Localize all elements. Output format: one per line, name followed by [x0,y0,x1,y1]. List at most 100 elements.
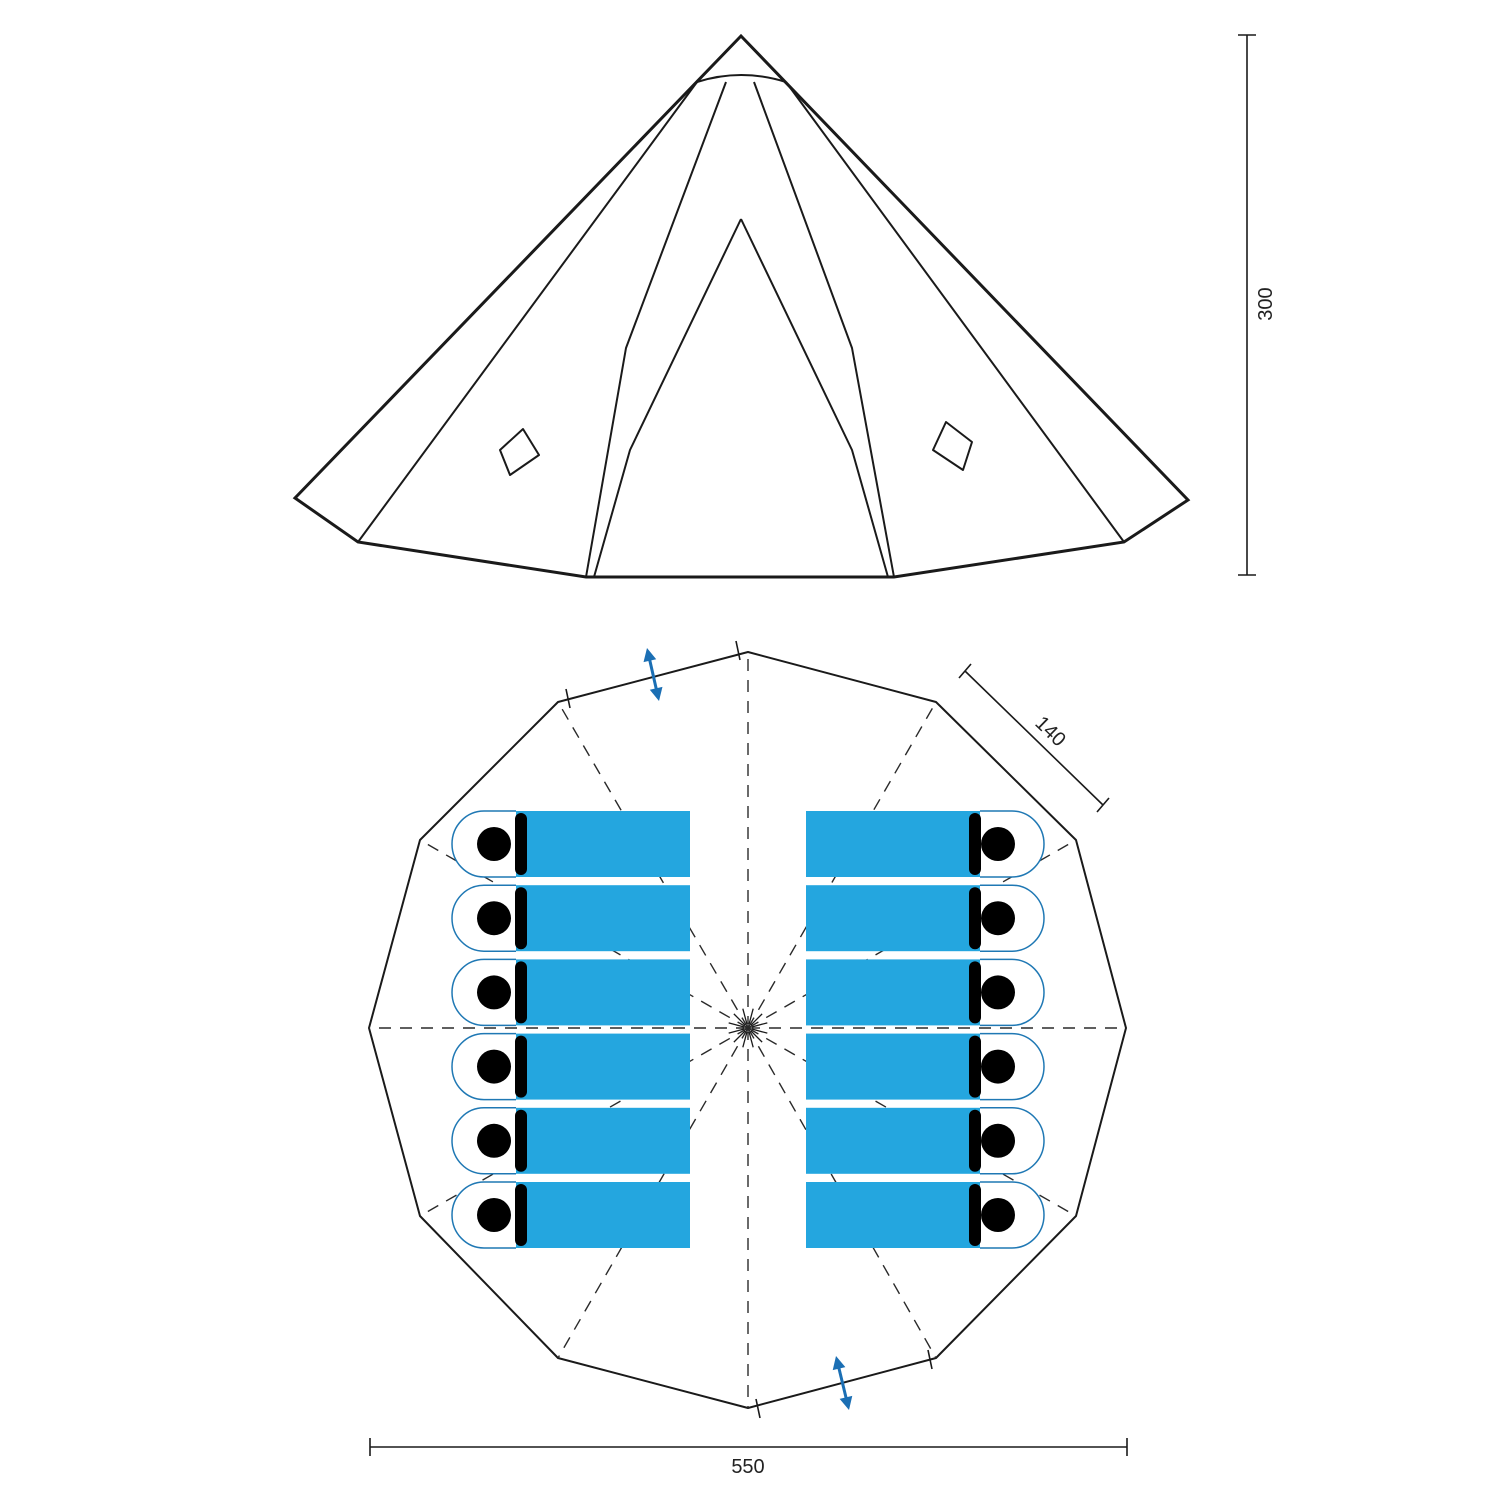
sleeping-bag-left [451,810,690,878]
bag-body [806,1182,980,1248]
bag-body [806,811,980,877]
door-panel [593,218,742,578]
center-star-ray [748,1031,754,1048]
bag-body [516,1107,690,1174]
center-star-ray [728,1028,745,1034]
sleeper-head [477,975,511,1010]
side-view [292,33,1191,579]
center-star-ray [728,1022,745,1028]
double-arrow-icon [643,648,663,701]
pillow-mark [969,961,981,1024]
side-tick-start [958,663,972,679]
door-panel-right [740,218,889,578]
center-star-ray [742,1008,748,1025]
tent-silhouette [292,33,1191,579]
sleeping-bag-right [806,958,1045,1027]
pillow-mark [515,1035,527,1098]
width-dimension: 550 [369,1438,1128,1478]
center-star-ray [733,1013,746,1026]
side-tick-end [1096,797,1110,813]
seam-tick [927,1349,933,1370]
center-star-ray [750,1013,763,1026]
window-left [499,428,540,476]
floor-plan [368,640,1127,1419]
center-star-ray [751,1022,768,1028]
bag-body [806,885,980,952]
sleeper-head [981,901,1015,936]
pillow-mark [515,1109,527,1172]
sleeper-head [981,975,1015,1010]
sleeper-head [477,1198,511,1232]
bag-body [806,959,980,1026]
bag-body [516,1182,690,1248]
side-label: 140 [1031,712,1070,751]
center-star-ray [748,1008,754,1025]
pillow-mark [515,887,527,950]
side-line [964,670,1104,806]
seam-left-inner [585,81,727,578]
sleeper-head [981,1123,1015,1158]
floor-seam-ticks [565,640,933,1419]
door-arrows [643,648,853,1410]
height-label: 300 [1255,287,1277,320]
center-star-ray [742,1031,748,1048]
sleeper-head [477,827,511,861]
sleeper-head [477,1049,511,1084]
bag-body [516,1033,690,1100]
seam-left-outer [357,81,698,543]
sleeping-bag-left [451,1032,690,1101]
height-dimension: 300 [1238,34,1277,576]
center-pole-marker [728,1008,768,1048]
sleeping-bag-right [806,1181,1045,1249]
bag-body [516,811,690,877]
seam-tick [755,1398,761,1419]
pillow-mark [515,813,527,875]
pillow-mark [969,1035,981,1098]
pillow-mark [969,813,981,875]
center-star-ray [733,1030,746,1043]
sleeping-bag-left [451,1107,690,1175]
center-star-ray [750,1030,763,1043]
sleeper-head [477,1123,511,1158]
sleeper-head [981,827,1015,861]
seam-right-inner [753,81,895,578]
pillow-mark [969,887,981,950]
sleeping-bag-right [806,810,1045,878]
sleeping-bags [451,810,1045,1249]
sleeping-bag-right [806,1107,1045,1175]
sleeping-bag-right [806,1032,1045,1101]
sleeping-bag-right [806,884,1045,952]
sleeping-bag-left [451,958,690,1027]
window-right [932,421,973,471]
sleeping-bag-left [451,1181,690,1249]
pillow-mark [969,1109,981,1172]
pillow-mark [515,961,527,1024]
bag-body [806,1033,980,1100]
arrow-head [839,1395,853,1410]
arrow-shaft [647,657,659,692]
seam-tick [565,688,571,709]
bag-body [806,1107,980,1174]
crown-vent [696,74,787,83]
width-label: 550 [731,1456,764,1478]
sleeper-head [981,1198,1015,1232]
sleeper-head [981,1049,1015,1084]
arrow-head [649,686,663,701]
arrow-head [832,1356,846,1371]
sleeping-bag-left [451,884,690,952]
pillow-mark [515,1184,527,1246]
pillow-mark [969,1184,981,1246]
arrow-head [643,648,657,663]
center-star-ray [751,1028,768,1034]
arrow-shaft [836,1365,849,1401]
sleeper-head [477,901,511,936]
seam-tick [735,640,741,661]
bag-body [516,885,690,952]
double-arrow-icon [832,1356,853,1410]
seam-right-outer [785,81,1125,543]
bag-body [516,959,690,1026]
side-dimension: 140 [958,663,1110,813]
floor-dashed-radials [369,652,1126,1408]
